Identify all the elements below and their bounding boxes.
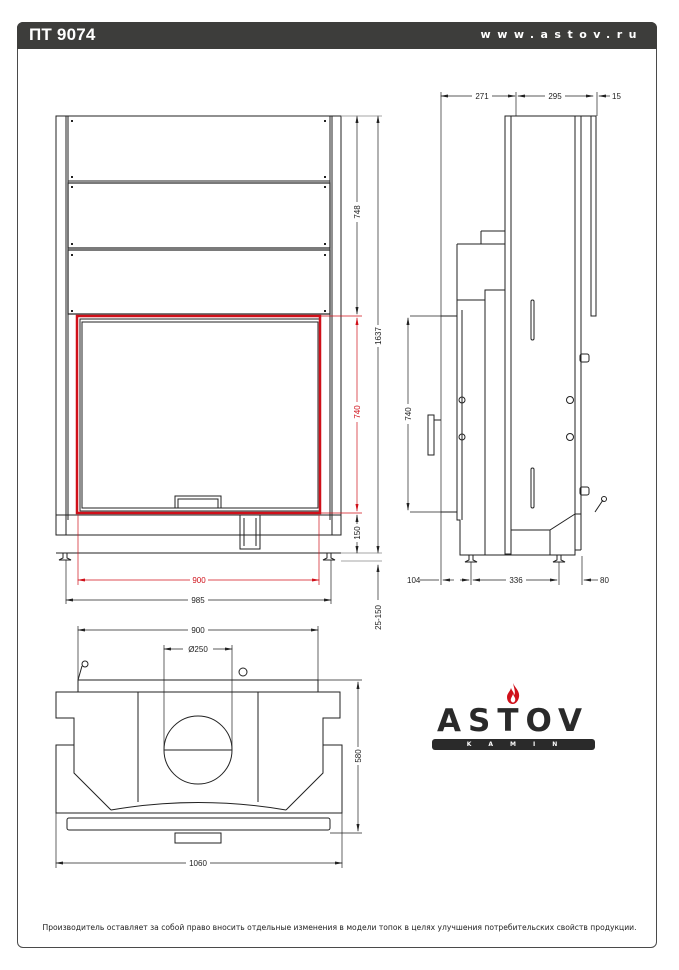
side-opening-height: 740 bbox=[404, 407, 413, 421]
side-bottom-middle: 336 bbox=[509, 576, 523, 585]
front-total-width: 985 bbox=[191, 596, 205, 605]
front-total-height: 1637 bbox=[374, 327, 383, 345]
flame-icon bbox=[507, 683, 520, 704]
top-total-width: 1060 bbox=[189, 859, 207, 868]
flue-diameter: Ø250 bbox=[188, 645, 208, 654]
front-opening-width: 900 bbox=[192, 576, 206, 585]
firebox-opening-highlight bbox=[75, 314, 322, 515]
side-top-front: 271 bbox=[475, 92, 489, 101]
top-depth: 580 bbox=[354, 749, 363, 763]
front-leg-adjust: 25-150 bbox=[374, 604, 383, 629]
top-view bbox=[55, 660, 343, 844]
header-bar: ПТ 9074 www.astov.ru bbox=[17, 22, 657, 49]
side-top-depth: 295 bbox=[548, 92, 562, 101]
logo-subtitle: KAMIN bbox=[432, 739, 595, 750]
model-title: ПТ 9074 bbox=[29, 25, 96, 44]
side-bottom-front: 104 bbox=[407, 576, 421, 585]
side-view bbox=[427, 115, 607, 563]
website-link[interactable]: www.astov.ru bbox=[480, 28, 643, 41]
front-view bbox=[55, 115, 342, 561]
disclaimer-text: Производитель оставляет за собой право в… bbox=[42, 923, 637, 932]
astov-logo: ASTOV KAMIN bbox=[428, 683, 598, 753]
top-width: 900 bbox=[191, 626, 205, 635]
side-top-back: 15 bbox=[612, 92, 621, 101]
front-base-height: 150 bbox=[353, 526, 362, 540]
side-bottom-back: 80 bbox=[600, 576, 609, 585]
front-opening-height: 740 bbox=[353, 405, 362, 419]
front-upper-height: 748 bbox=[353, 205, 362, 219]
logo-brand: ASTOV bbox=[437, 703, 589, 739]
